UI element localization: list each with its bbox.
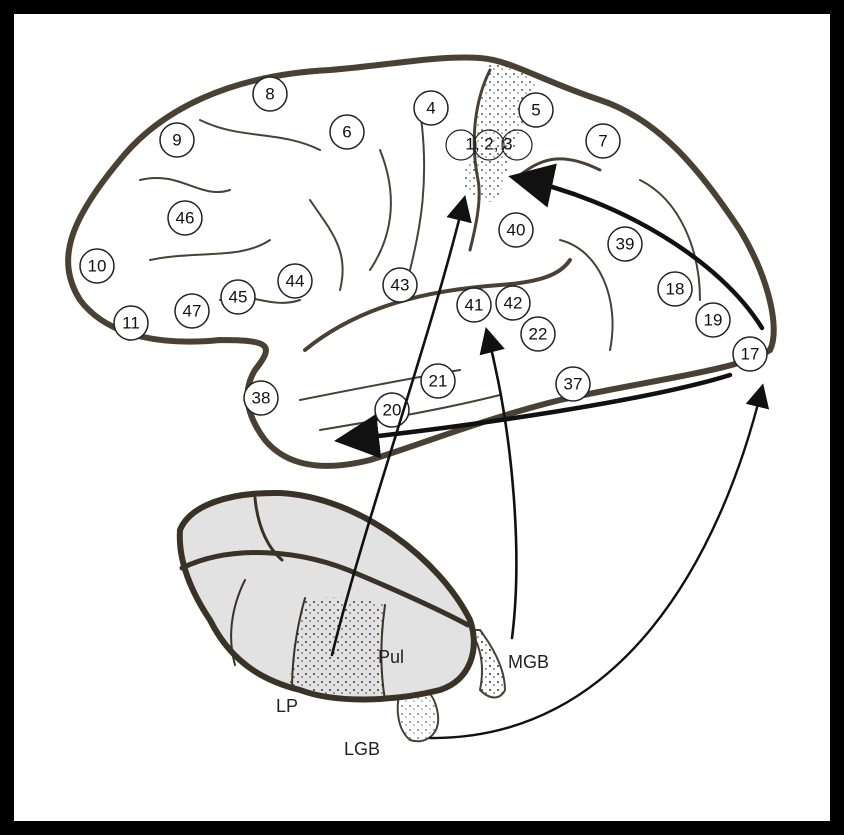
area-label: 19 (704, 311, 723, 330)
area-8: 8 (253, 77, 287, 111)
area-label: 22 (529, 325, 548, 344)
area-39: 39 (608, 227, 642, 261)
lp-label: LP (276, 696, 298, 716)
area-22: 22 (521, 317, 555, 351)
area-17: 17 (733, 337, 767, 371)
area-10: 10 (80, 249, 114, 283)
area-11: 11 (114, 306, 148, 340)
area-44: 44 (278, 264, 312, 298)
area-45: 45 (221, 280, 255, 314)
area-42: 42 (496, 286, 530, 320)
lp-region (290, 597, 385, 700)
area-41: 41 (457, 288, 491, 322)
pul-label: Pul (378, 647, 404, 667)
area-label: 7 (598, 132, 607, 151)
area-43: 43 (383, 268, 417, 302)
area-label: 1, 2, 3 (465, 135, 512, 154)
area-label: 37 (564, 375, 583, 394)
area-label: 38 (252, 389, 271, 408)
area-label: 40 (507, 221, 526, 240)
area-38: 38 (244, 381, 278, 415)
area-18: 18 (658, 272, 692, 306)
area-label: 21 (429, 372, 448, 391)
area-6: 6 (330, 115, 364, 149)
area-label: 20 (383, 401, 402, 420)
area-9: 9 (160, 123, 194, 157)
area-1-2-3: 1, 2, 3 (465, 135, 512, 154)
area-label: 8 (265, 85, 274, 104)
area-label: 47 (183, 302, 202, 321)
area-label: 17 (741, 345, 760, 364)
area-47: 47 (175, 294, 209, 328)
brodmann-areas: 896451, 2, 37464039104445474341421811221… (80, 77, 767, 427)
mgb-label: MGB (508, 652, 549, 672)
area-40: 40 (499, 213, 533, 247)
area-19: 19 (696, 303, 730, 337)
area-label: 39 (616, 235, 635, 254)
area-label: 9 (172, 131, 181, 150)
area-4: 4 (414, 91, 448, 125)
area-label: 11 (122, 314, 140, 333)
area-label: 4 (426, 99, 435, 118)
arrow-mgb-to-41 (487, 332, 516, 638)
area-label: 43 (391, 276, 410, 295)
area-5: 5 (519, 93, 553, 127)
area-label: 18 (666, 280, 685, 299)
area-label: 45 (229, 288, 248, 307)
area-label: 44 (286, 272, 305, 291)
area-label: 5 (531, 101, 540, 120)
area-label: 10 (88, 257, 107, 276)
area-7: 7 (586, 124, 620, 158)
lgb-label: LGB (344, 739, 380, 759)
area-label: 46 (176, 209, 195, 228)
area-label: 42 (504, 294, 523, 313)
area-37: 37 (556, 367, 590, 401)
area-21: 21 (421, 364, 455, 398)
area-46: 46 (168, 201, 202, 235)
area-label: 6 (342, 123, 351, 142)
area-label: 41 (465, 296, 484, 315)
